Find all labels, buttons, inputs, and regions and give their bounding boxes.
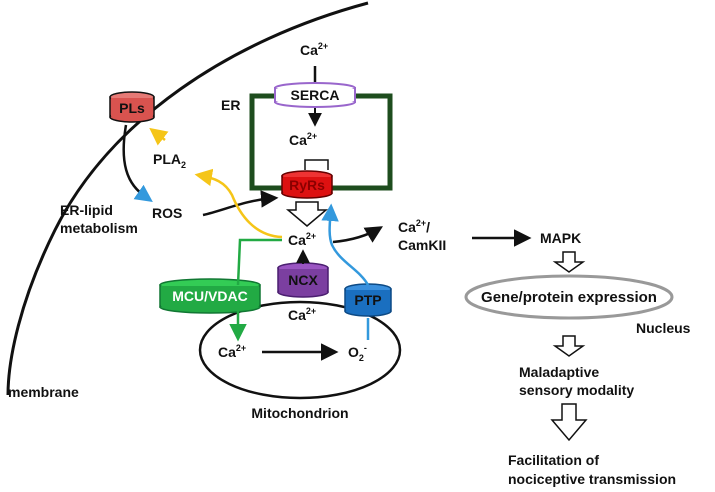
membrane-label: membrane (8, 384, 79, 400)
ros-to-ryrs-arrow (202, 190, 279, 217)
pla2-label: PLA2 (153, 151, 186, 170)
maladaptive-label-2: sensory modality (519, 382, 634, 398)
ncx-exchanger[interactable]: NCX (277, 262, 329, 298)
mcu-vdac-channel[interactable]: MCU/VDAC (159, 278, 261, 314)
mapk-label: MAPK (540, 230, 581, 246)
nucleus-ellipse (464, 274, 674, 320)
ryrs-channel[interactable]: RyRs (281, 170, 333, 199)
ryrs-channel-stem (304, 159, 329, 170)
camkii-label: CamKII (398, 237, 446, 253)
er-lipid-label-1: ER-lipid (60, 202, 113, 218)
maladaptive-label-1: Maladaptive (519, 364, 599, 380)
facilitation-label-2: nociceptive transmission (508, 471, 676, 487)
ryrs-release-arrow (285, 201, 329, 227)
ca-er-label: Ca2+ (289, 131, 317, 148)
ca-ncx-label: Ca2+ (288, 306, 316, 323)
er-lipid-label-2: metabolism (60, 220, 138, 236)
ca-mito-label: Ca2+ (218, 343, 246, 360)
ca-top-label: Ca2+ (300, 41, 328, 58)
maladaptive-down-arrow (550, 403, 588, 442)
o2-label: O2- (348, 343, 367, 363)
mcu-vdac-label: MCU/VDAC (172, 288, 247, 304)
ca-to-pla2-arrow (194, 168, 283, 239)
mitochondrion-outline (198, 300, 402, 400)
ncx-label: NCX (288, 272, 318, 288)
serca-label: SERCA (290, 87, 339, 103)
cell-membrane (6, 1, 369, 396)
pls-component[interactable]: PLs (109, 91, 155, 123)
nucleus-label: Nucleus (636, 320, 691, 336)
ptp-label: PTP (354, 292, 381, 308)
serca-pump[interactable]: SERCA (274, 82, 356, 108)
facilitation-label-1: Facilitation of (508, 452, 599, 468)
ptp-pore[interactable]: PTP (344, 283, 392, 317)
pls-label: PLs (119, 100, 145, 116)
ca-to-camkii-arrow (332, 226, 384, 244)
mapk-down-arrow (552, 251, 586, 273)
ptp-to-ryrs-arrow (321, 203, 370, 286)
gene-expression-label: Gene/protein expression (481, 289, 657, 306)
ca-center-label: Ca2+ (288, 231, 316, 248)
er-label: ER (221, 97, 240, 113)
ca-to-mito-green-arrow (238, 238, 282, 338)
pla2-to-pls-arrow (149, 127, 169, 146)
pls-to-ros-arrow (122, 124, 149, 200)
ryrs-label: RyRs (289, 177, 325, 193)
ros-label: ROS (152, 205, 182, 221)
nucleus-down-arrow (552, 335, 586, 357)
ca-camkii-label: Ca2+/ (398, 218, 430, 235)
mitochondrion-label: Mitochondrion (251, 405, 348, 421)
